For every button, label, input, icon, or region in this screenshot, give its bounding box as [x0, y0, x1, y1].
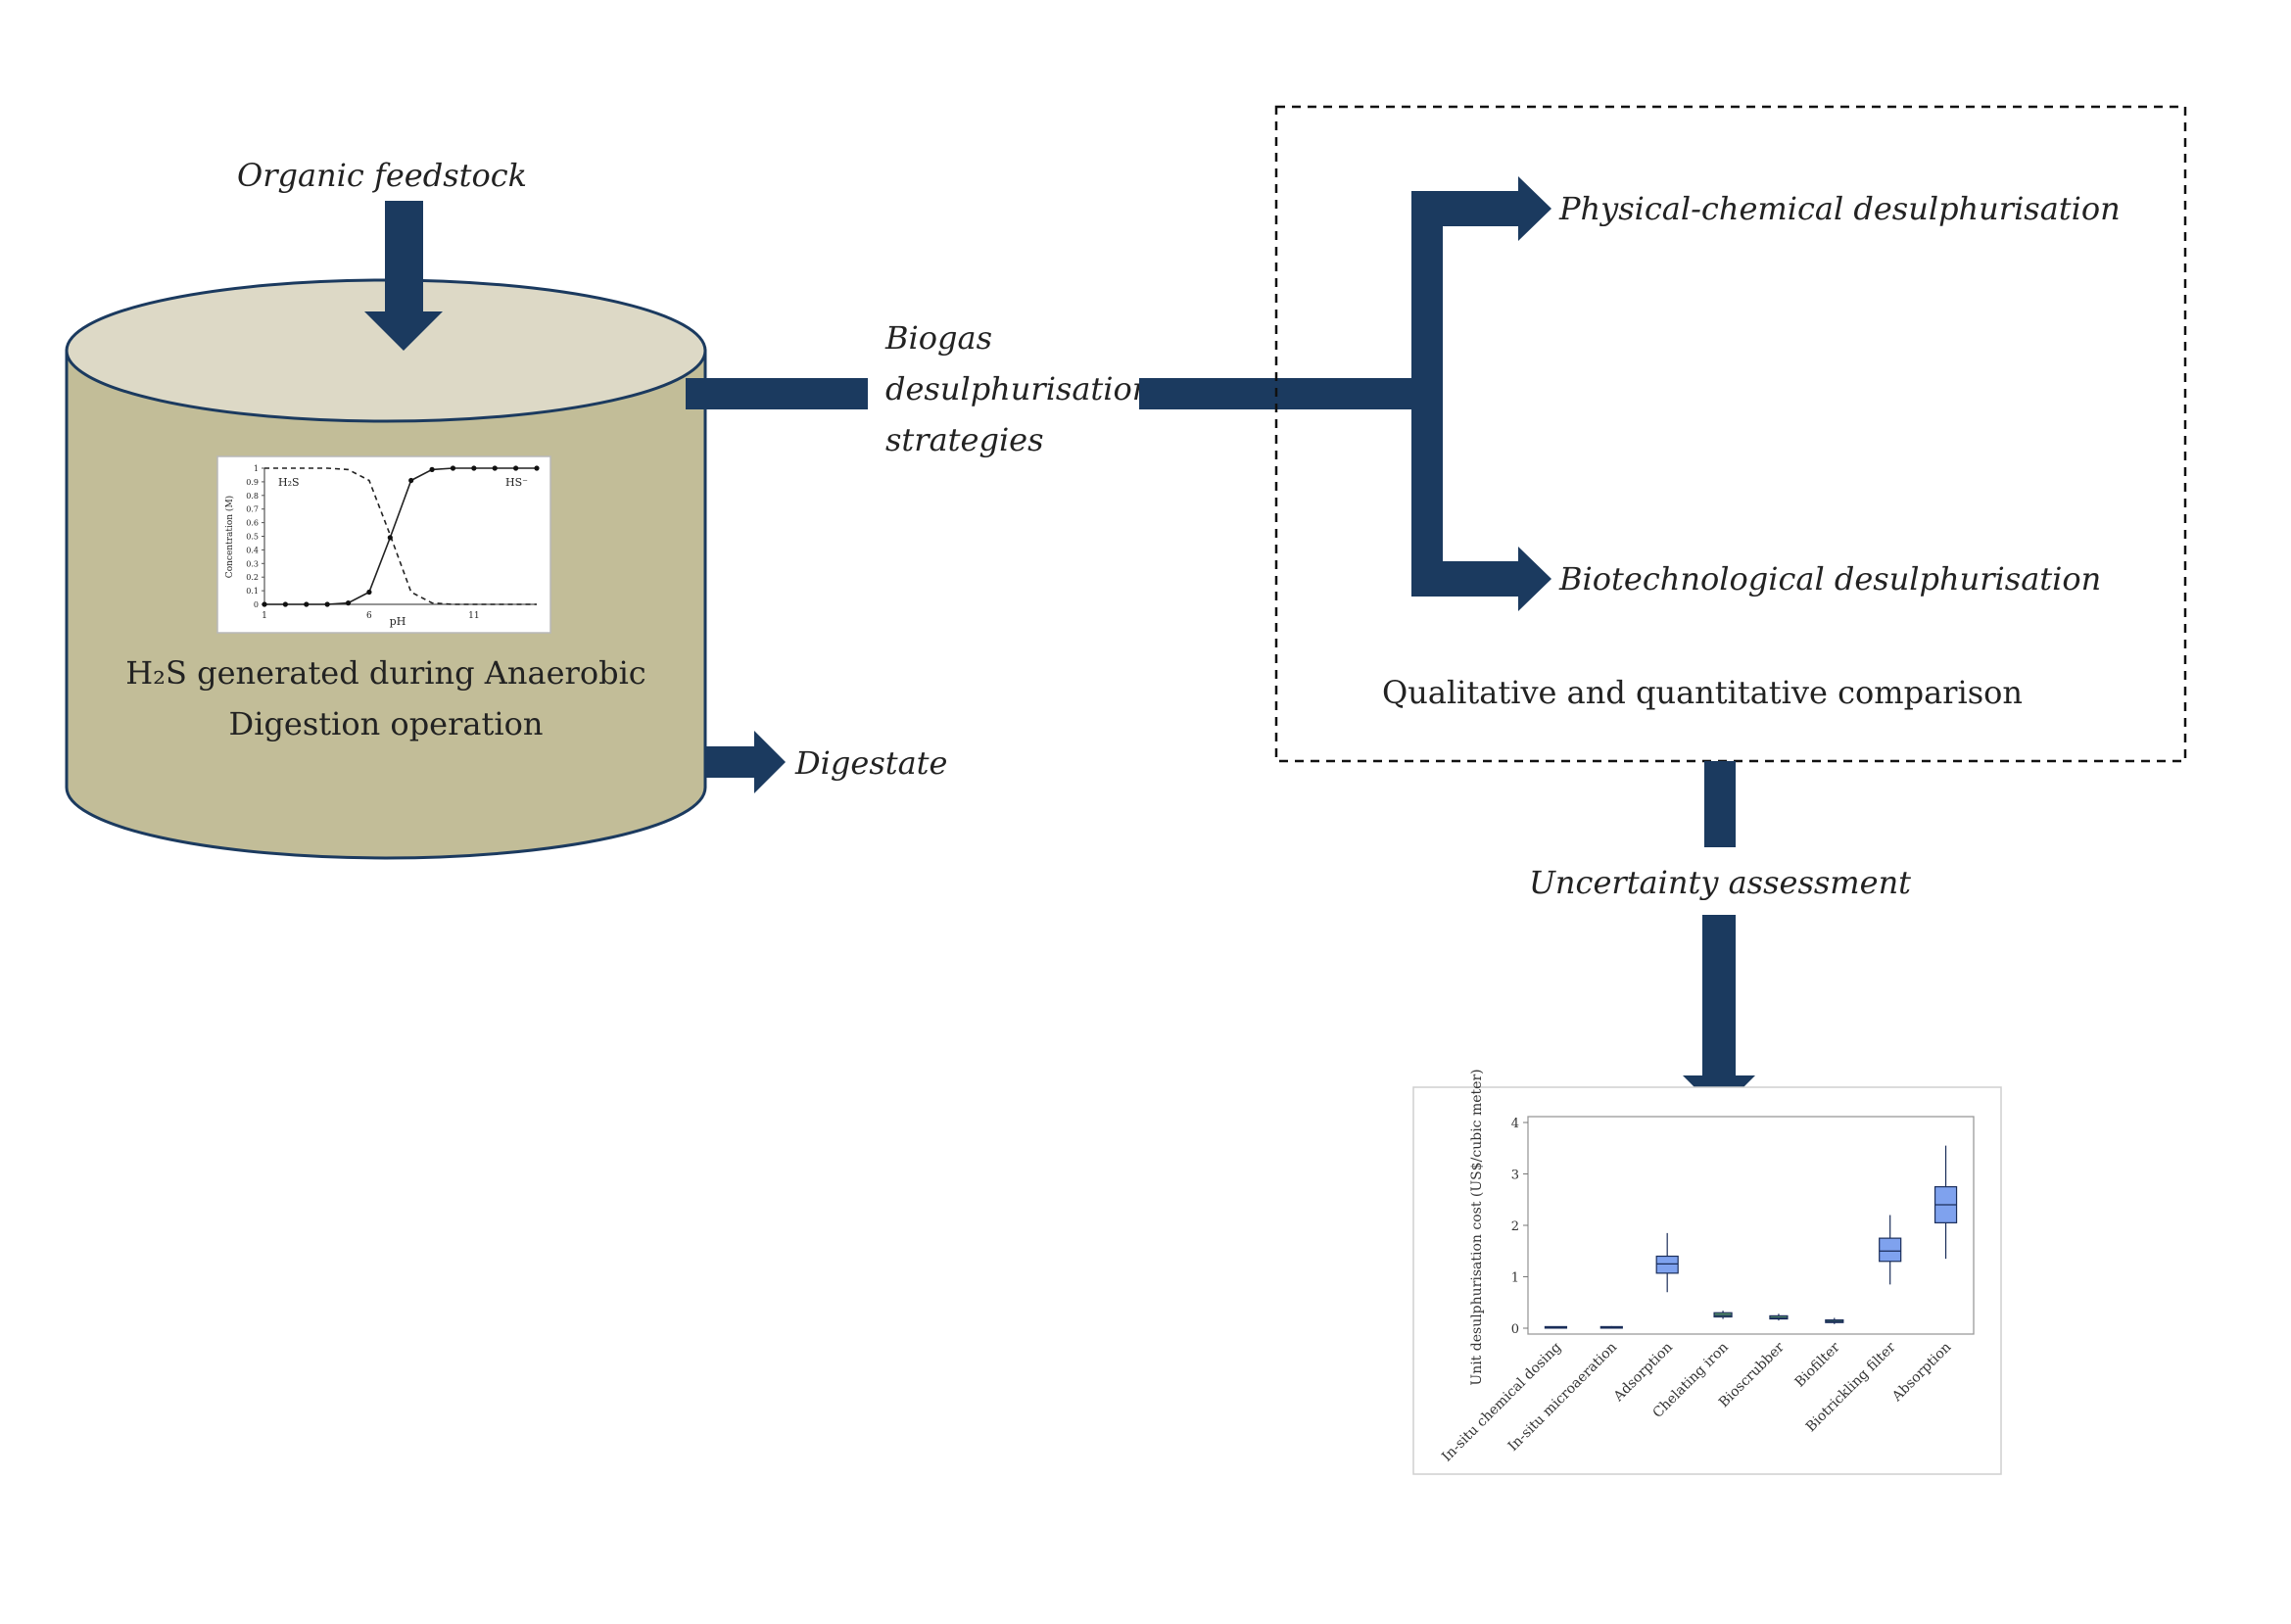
speciation-ytick-label: 0.2 [246, 573, 259, 582]
organic-feedstock-label: Organic feedstock [237, 157, 527, 194]
cost-ytick-label: 2 [1511, 1219, 1519, 1234]
speciation-ytick-label: 0.7 [246, 505, 259, 514]
speciation-ytick-label: 0.5 [246, 533, 259, 542]
speciation-ytick-label: 0.9 [246, 478, 259, 487]
speciation-ytick-label: 0.6 [246, 519, 259, 528]
cost-box-6 [1879, 1215, 1902, 1285]
tank-label-line2: Digestion operation [229, 705, 544, 742]
hs-minus-point [408, 477, 414, 484]
uncertainty-arrow [1683, 915, 1755, 1112]
branch-vertical [1411, 191, 1443, 597]
tank-label-line1: H₂S generated during Anaerobic [125, 654, 645, 692]
hs-minus-point [492, 465, 498, 471]
cost-box-1 [1599, 1325, 1623, 1329]
biogas-label-line3: strategies [885, 421, 1044, 458]
physical-chemical-arrow [1411, 176, 1551, 241]
cost-box-3 [1713, 1311, 1733, 1319]
hs-minus-point [471, 465, 477, 471]
hs-minus-point [262, 601, 267, 607]
cost-ytick-label: 1 [1511, 1271, 1519, 1286]
hs-minus-point [387, 535, 393, 541]
cost-ylabel: Unit desulphurisation cost (US$/cubic me… [1469, 1069, 1485, 1385]
speciation-xtick-label: 1 [262, 611, 267, 621]
hs-minus-curve [264, 467, 537, 605]
biogas-label-line2: desulphurisation [885, 370, 1152, 407]
cost-box-5 [1825, 1317, 1844, 1324]
hs-minus-point [345, 600, 352, 606]
hs-minus-point [534, 465, 540, 471]
speciation-inset: 0 0.1 0.2 0.3 0.4 0.5 0.6 0.7 0.8 0.9 1 1 6 11 Conce… [216, 455, 551, 634]
uncertainty-connector [1704, 761, 1736, 847]
hs-minus-point [304, 601, 310, 607]
hs-minus-point [513, 465, 519, 471]
speciation-ytick-label: 0 [254, 600, 259, 609]
speciation-xlabel: pH [390, 615, 406, 628]
hs-minus-point [324, 601, 330, 607]
biogas-connector-left [686, 378, 868, 409]
h2s-species-label: H₂S [278, 476, 300, 489]
cost-ytick-label: 0 [1511, 1322, 1519, 1337]
cost-box-0 [1544, 1325, 1568, 1329]
biotechnological-label: Biotechnological desulphurisation [1558, 560, 2101, 597]
cost-box-2 [1655, 1232, 1679, 1293]
speciation-frame [216, 455, 551, 634]
h2s-curve [264, 467, 537, 605]
speciation-xtick-label: 11 [468, 611, 479, 621]
digestate-label: Digestate [794, 744, 947, 782]
hs-species-label: HS⁻ [505, 476, 528, 489]
hs-minus-point [366, 589, 372, 596]
hs-minus-point [429, 466, 435, 472]
speciation-ytick-label: 0.3 [246, 559, 259, 568]
uncertainty-label: Uncertainty assessment [1529, 864, 1911, 901]
comparison-label: Qualitative and quantitative comparison [1382, 674, 2023, 711]
digestate-arrow [705, 731, 786, 793]
hs-minus-point [450, 465, 456, 471]
cost-iqr-box [1879, 1237, 1902, 1263]
speciation-ytick-label: 1 [254, 464, 259, 473]
biogas-label-line1: Biogas [884, 319, 992, 357]
biotechnological-arrow [1411, 547, 1551, 611]
physical-chemical-label: Physical-chemical desulphurisation [1558, 190, 2121, 227]
cost-plot-area [1527, 1116, 1975, 1335]
cost-box-4 [1769, 1314, 1789, 1321]
speciation-ytick-label: 0.8 [246, 492, 259, 501]
cost-box-7 [1933, 1145, 1958, 1260]
speciation-xtick-label: 6 [366, 611, 372, 621]
cost-iqr-box [1655, 1255, 1679, 1274]
branch-arrows [1411, 176, 1551, 611]
speciation-ylabel: Concentration (M) [224, 496, 235, 578]
cost-ytick-label: 3 [1511, 1169, 1519, 1183]
hs-minus-point [282, 601, 288, 607]
cost-ytick-label: 4 [1511, 1117, 1519, 1131]
comparison-box [1274, 105, 2187, 763]
feedstock-arrow [364, 201, 443, 351]
speciation-ytick-label: 0.4 [246, 546, 259, 554]
speciation-ytick-label: 0.1 [246, 587, 259, 596]
